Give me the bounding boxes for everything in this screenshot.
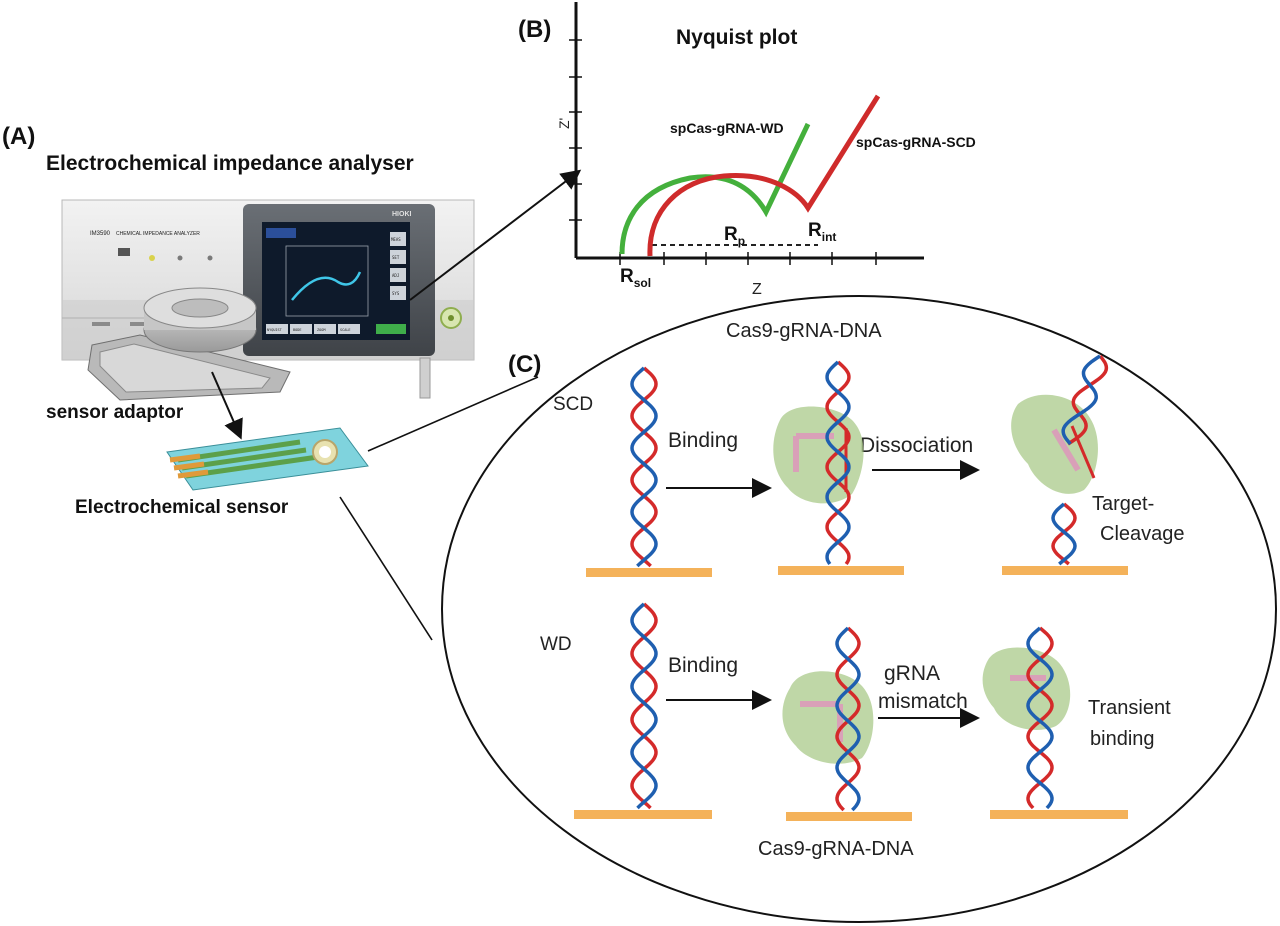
wd-step1-label: Binding [668, 654, 738, 677]
wd-result-line1: Transient [1088, 697, 1171, 719]
electrochemical-sensor-label: Electrochemical sensor [75, 497, 289, 518]
wd-result-line2: binding [1090, 728, 1155, 750]
dna-wd-free [630, 602, 658, 810]
dna-strand [1026, 626, 1054, 810]
wd-step2-line1: gRNA [884, 662, 940, 685]
svg-text:SYS: SYS [392, 291, 400, 296]
svg-text:SCALE: SCALE [340, 328, 351, 332]
dna-strand [630, 602, 658, 810]
substrate-bar [786, 812, 912, 821]
electrochemical-sensor [166, 427, 369, 491]
substrate-bar [778, 566, 904, 575]
svg-text:SET: SET [392, 255, 400, 260]
screen-nyquist-trace [291, 271, 362, 301]
substrate-bar [990, 810, 1128, 819]
dna-wd-transient [1026, 626, 1054, 810]
analyser-title: Electrochemical impedance analyser [46, 152, 414, 175]
dna-strand [835, 626, 861, 812]
dna-strand [1067, 354, 1109, 446]
nyquist-plot: Z' Z spCas-gRNA-WD spCas-gRNA-SCD Rsol R… [556, 2, 976, 298]
dna-strand [825, 360, 851, 565]
wd-step2-line2: mismatch [878, 690, 968, 713]
substrates [574, 566, 1128, 821]
svg-text:ZOOM: ZOOM [317, 328, 325, 332]
svg-text:NYQUIST: NYQUIST [267, 328, 283, 332]
device-brand: HIOKI [392, 211, 412, 218]
usb-port [118, 248, 130, 256]
top-caption: Cas9-gRNA-DNA [726, 320, 882, 342]
wd-label: WD [540, 634, 572, 655]
status-led [149, 255, 155, 261]
adaptor-to-sensor-arrow [211, 371, 243, 440]
panel-a-label: (A) [2, 123, 35, 150]
dna-scd-cleaved-lower [1051, 502, 1077, 566]
r-sol-annotation: Rsol [620, 266, 651, 290]
dna-scd-bound [825, 360, 851, 565]
scd-result-line2: Cleavage [1100, 523, 1185, 545]
bottom-caption: Cas9-gRNA-DNA [758, 838, 914, 860]
svg-text:ADJ: ADJ [392, 273, 399, 278]
zoom-line-top [367, 376, 539, 452]
panel-c-label: (C) [508, 351, 541, 378]
dna-wd-bound [835, 626, 861, 812]
zoom-line-bottom [339, 496, 433, 641]
scd-label: SCD [553, 394, 593, 415]
r-p-annotation: Rp [724, 224, 745, 248]
cas9-protein-wd-transient [982, 647, 1071, 730]
sensor-adaptor-label: sensor adaptor [46, 402, 184, 423]
dna-scd-free [630, 366, 658, 568]
cas9-protein-wd-bound [782, 671, 874, 764]
x-axis-ticks [619, 252, 877, 265]
dna-strand [1061, 354, 1101, 446]
nyquist-title: Nyquist plot [676, 26, 797, 49]
dna-strand [825, 360, 851, 565]
y-axis-label: Z' [556, 118, 572, 129]
y-axis-ticks [569, 39, 582, 221]
cas9-protein-scd-cleaved [1011, 394, 1098, 494]
device-to-plot-arrow [409, 169, 582, 301]
legend-wd: spCas-gRNA-WD [670, 120, 784, 136]
indicator-led [177, 255, 183, 261]
dna-scd-cleaved-upper [1061, 354, 1109, 446]
svg-text:BODE: BODE [293, 328, 301, 332]
dna-strand [1051, 502, 1077, 566]
zoom-ellipse [441, 295, 1277, 923]
series-wd-curve [619, 122, 811, 255]
cas9-protein-scd-bound [773, 406, 864, 504]
dna-strand [630, 366, 658, 568]
device-subtitle-text: CHEMICAL IMPEDANCE ANALYZER [116, 231, 200, 237]
dna-helices [630, 354, 1109, 812]
series-scd-curve [647, 94, 881, 257]
svg-text:MEAS: MEAS [391, 237, 401, 242]
sensor-adaptor [87, 287, 291, 401]
scd-step1-label: Binding [668, 429, 738, 452]
panel-b-label: (B) [518, 16, 551, 43]
substrate-bar [574, 810, 712, 819]
dna-strand [1051, 502, 1077, 566]
screen-menu: MEAS SET ADJ SYS [390, 232, 406, 300]
x-axis-label: Z [752, 281, 762, 298]
scd-step2-label: Dissociation [860, 434, 973, 457]
legend-scd: spCas-gRNA-SCD [856, 134, 976, 150]
substrate-bar [586, 568, 712, 577]
r-int-annotation: Rint [808, 220, 836, 244]
indicator-led [207, 255, 213, 261]
substrate-bar [1002, 566, 1128, 575]
scd-result-line1: Target- [1092, 493, 1154, 515]
device-model-text: IM3590 [90, 231, 111, 237]
screen-bottom-buttons: NYQUIST BODE ZOOM SCALE [266, 324, 406, 334]
